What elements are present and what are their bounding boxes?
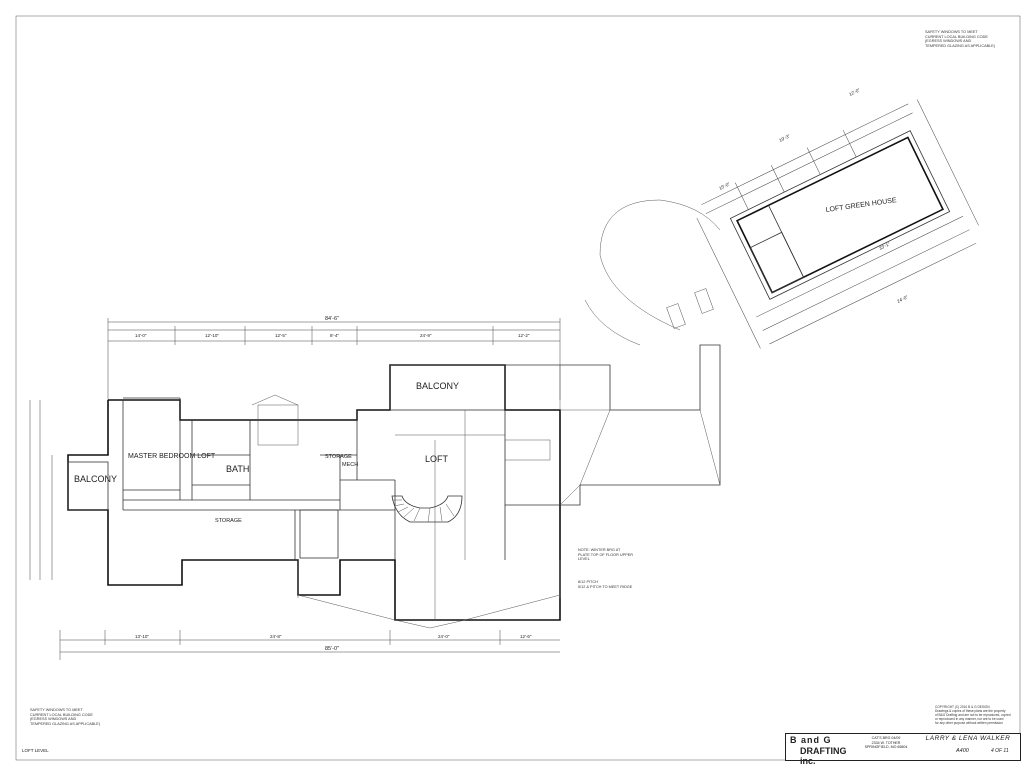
dim-top-5: 12'-2" — [518, 333, 530, 338]
sheet-border — [15, 15, 1021, 761]
stair — [391, 495, 463, 523]
label-master-bedroom: MASTER BEDROOM LOFT — [128, 453, 216, 460]
dim-overall-top: 84'-6" — [325, 316, 339, 322]
company-name-line2: DRAFTING inc. — [800, 746, 847, 766]
company-logo: B and G DRAFTING inc. — [788, 735, 858, 766]
note-pitch: 8/12 PITCH 5/12 & PITCH TO MEET RIDGE — [578, 580, 633, 589]
dim-bottom-2: 24'-0" — [438, 634, 450, 639]
label-storage-1: STORAGE — [215, 518, 242, 524]
dim-top-4: 24'-9" — [420, 333, 432, 338]
label-loft: LOFT — [425, 454, 449, 464]
greenhouse-arc — [599, 199, 721, 331]
company-name-line1: B and G — [790, 735, 832, 745]
page-number: 4 OF 11 — [991, 748, 1009, 754]
dim-overall-bottom: 85'-0" — [325, 646, 339, 652]
note-bottom-left: SAFETY WINDOWS TO MEET CURRENT LOCAL BUI… — [30, 708, 101, 726]
dim-gh-3: 33'-1" — [878, 241, 891, 251]
note-top-right: SAFETY WINDOWS TO MEET CURRENT LOCAL BUI… — [925, 30, 996, 48]
dim-bottom-0: 13'-10" — [135, 634, 149, 639]
note-center: NOTE: WINTER BRG AT PLATE TOP OF FLOOR U… — [578, 548, 633, 562]
label-balcony-left: BALCONY — [74, 474, 117, 484]
dim-gh-1: 19'-3" — [778, 133, 791, 143]
balcony-upper-outline — [389, 364, 506, 411]
dim-top-2: 12'-5" — [275, 333, 287, 338]
client-name: LARRY & LENA WALKER — [925, 735, 1011, 742]
dim-bottom-3: 12'-6" — [520, 634, 532, 639]
exterior-wall — [67, 364, 561, 621]
main-plan — [29, 318, 721, 660]
label-storage-2: STORAGE — [325, 454, 352, 460]
label-greenhouse: LOFT GREEN HOUSE — [825, 197, 897, 214]
dim-top-0: 14'-0" — [135, 333, 147, 338]
dim-top-1: 12'-10" — [205, 333, 219, 338]
dim-gh-0: 15'-0" — [718, 181, 731, 191]
dim-top-3: 8'-4" — [330, 333, 339, 338]
title-block: B and G DRAFTING inc. CAT'S BRG 04/09 23… — [785, 733, 1021, 766]
corner-label: LOFT LEVEL — [22, 748, 49, 753]
note-copyright: COPYRIGHT (C) 2010 B & G DESIGN Drawings… — [935, 705, 1011, 725]
dim-gh-2: 12'-0" — [848, 87, 861, 97]
dim-bottom-1: 24'-8" — [270, 634, 282, 639]
sheet-number: A400 — [956, 748, 969, 754]
label-bath: BATH — [226, 464, 249, 474]
company-address: CAT'S BRG 04/09 2334 W. TOTHER SPRINGFIE… — [864, 736, 908, 749]
dim-gh-4: 24'-0" — [896, 294, 909, 304]
label-mech: MECH — [342, 462, 358, 468]
greenhouse-plan — [696, 99, 979, 349]
label-balcony-upper: BALCONY — [416, 381, 459, 391]
balcony-left-outline — [67, 461, 109, 511]
